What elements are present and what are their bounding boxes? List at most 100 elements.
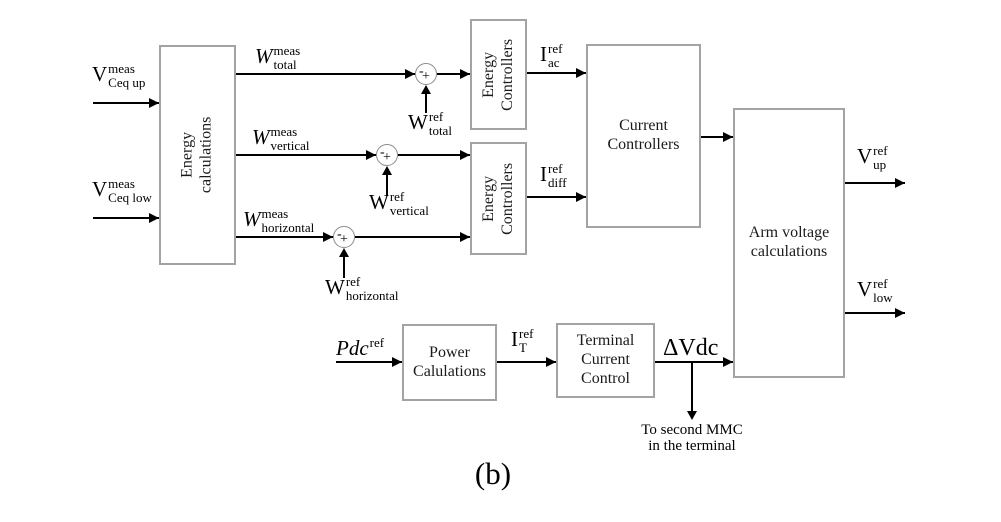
block-energy-controllers-1-label: Energy Controllers — [480, 39, 518, 111]
arrow-iac-to-currentctrl — [527, 68, 586, 78]
signal-base: I — [511, 327, 518, 351]
label-v-low-ref: V ref low — [857, 276, 893, 304]
note-line: To second MMC — [641, 422, 743, 438]
arrow-sum-to-energyctrl2-upper — [398, 150, 470, 160]
arrow-vup-output — [845, 178, 905, 188]
signal-sup: meas — [261, 206, 289, 221]
label-line: Energy — [178, 132, 196, 178]
signal-base: V — [92, 177, 108, 201]
block-terminal-current-control-label: Terminal Current Control — [577, 332, 635, 389]
label-line: Controllers — [498, 38, 516, 111]
note-to-second-mmc: To second MMC in the terminal — [623, 422, 761, 454]
label-v-up-ref: V ref up — [857, 143, 888, 171]
block-arm-voltage-calculations-label: Arm voltage calculations — [749, 224, 829, 262]
label-v-ceq-up-meas: V meas Ceq up — [92, 62, 145, 89]
figure-caption: (b) — [474, 456, 512, 491]
signal-sub: ac — [548, 54, 560, 70]
signal-scripts: ref horizontal — [346, 275, 399, 302]
label-w-horizontal-meas: W meas horizontal — [243, 206, 315, 235]
label-w-vertical-ref: W ref vertical — [369, 190, 429, 217]
arrow-dvdc-to-armvoltage — [655, 357, 733, 367]
signal-scripts: ref T — [519, 327, 533, 354]
signal-base: Pdc — [336, 336, 369, 360]
signal-scripts: meas total — [274, 44, 301, 71]
signal-base: W — [252, 125, 270, 149]
signal-base: W — [243, 207, 261, 231]
label-i-t-ref: I ref T — [511, 327, 533, 354]
arrow-wtotal-to-sum — [236, 69, 415, 79]
signal-base: W — [325, 275, 345, 299]
label-line: calculations — [197, 116, 215, 194]
signal-scripts: ref ac — [548, 42, 562, 69]
signal-sub: Ceq low — [108, 189, 152, 205]
arrow-sum-to-energyctrl1 — [437, 69, 470, 79]
signal-scripts: meas vertical — [271, 125, 310, 152]
minus-sign: - — [380, 144, 385, 160]
signal-base: V — [857, 277, 873, 301]
signal-base: I — [540, 42, 547, 66]
arrow-vceqlow-to-energycalc — [93, 213, 159, 223]
block-energy-calculations-label: Energy calculations — [179, 117, 217, 193]
signal-scripts: ref diff — [548, 162, 567, 189]
arrow-vlow-output — [845, 308, 905, 318]
signal-sup: ref — [873, 143, 888, 158]
arrow-itref-to-terminalctrl — [497, 357, 556, 367]
signal-base: W — [408, 110, 428, 134]
arrow-dvdc-to-second-mmc — [687, 363, 697, 420]
signal-sup: ref — [873, 276, 888, 291]
minus-sign: - — [337, 226, 342, 242]
signal-scripts: ref vertical — [390, 190, 429, 217]
signal-sup: meas — [273, 43, 301, 58]
signal-base: W — [255, 44, 273, 68]
arrow-vcequp-to-energycalc — [93, 98, 159, 108]
arrow-wvertical-to-sum — [236, 150, 376, 160]
block-current-controllers: Current Controllers — [586, 44, 701, 228]
label-line: Calulations — [413, 362, 486, 380]
signal-sub: total — [428, 122, 452, 138]
signal-sub: vertical — [270, 137, 310, 153]
label-w-horizontal-ref: W ref horizontal — [325, 275, 399, 302]
signal-base: W — [369, 190, 389, 214]
signal-scripts: meas Ceq up — [108, 62, 145, 89]
signal-sub: Ceq up — [108, 74, 146, 90]
arrow-whorizontal-to-sum — [236, 232, 333, 242]
signal-sup: ref — [548, 41, 563, 56]
arrow-sum-to-energyctrl2-lower — [355, 232, 470, 242]
signal-sub: horizontal — [345, 287, 399, 303]
label-w-total-ref: W ref total — [408, 110, 452, 137]
label-v-ceq-low-meas: V meas Ceq low — [92, 177, 152, 204]
signal-base: ΔVdc — [663, 335, 719, 361]
signal-sub: total — [273, 56, 297, 72]
signal-scripts: ref — [370, 336, 384, 350]
signal-scripts: ref total — [429, 110, 452, 137]
signal-sup: ref — [548, 161, 563, 176]
signal-sup: meas — [270, 124, 298, 139]
signal-sub: diff — [548, 174, 567, 190]
signal-scripts: meas Ceq low — [108, 177, 152, 204]
block-arm-voltage-calculations: Arm voltage calculations — [733, 108, 845, 378]
label-line: Controllers — [607, 136, 680, 153]
label-line: Controllers — [498, 162, 516, 235]
signal-base: I — [540, 162, 547, 186]
label-delta-vdc: ΔVdc — [663, 336, 718, 360]
arrow-idiff-to-currentctrl — [527, 192, 586, 202]
sum-junction-horizontal: - + — [333, 226, 355, 248]
signal-sup: ref — [345, 274, 361, 289]
block-current-controllers-label: Current Controllers — [608, 117, 680, 155]
label-line: Control — [581, 369, 630, 387]
signal-sup: ref — [519, 326, 534, 341]
label-w-vertical-meas: W meas vertical — [252, 125, 310, 152]
label-line: calculations — [750, 243, 828, 260]
label-line: Arm voltage — [748, 224, 830, 242]
block-energy-controllers-1: Energy Controllers — [470, 19, 527, 130]
arrow-currentctrl-to-armvoltage — [701, 132, 733, 142]
sum-junction-total: - + — [415, 63, 437, 85]
signal-sub: horizontal — [261, 219, 315, 235]
signal-base: V — [92, 62, 108, 86]
block-energy-controllers-2: Energy Controllers — [470, 142, 527, 255]
signal-sup: meas — [108, 176, 135, 191]
signal-sup: meas — [108, 61, 135, 76]
signal-sub: T — [519, 339, 527, 355]
label-line: Energy — [479, 51, 497, 98]
